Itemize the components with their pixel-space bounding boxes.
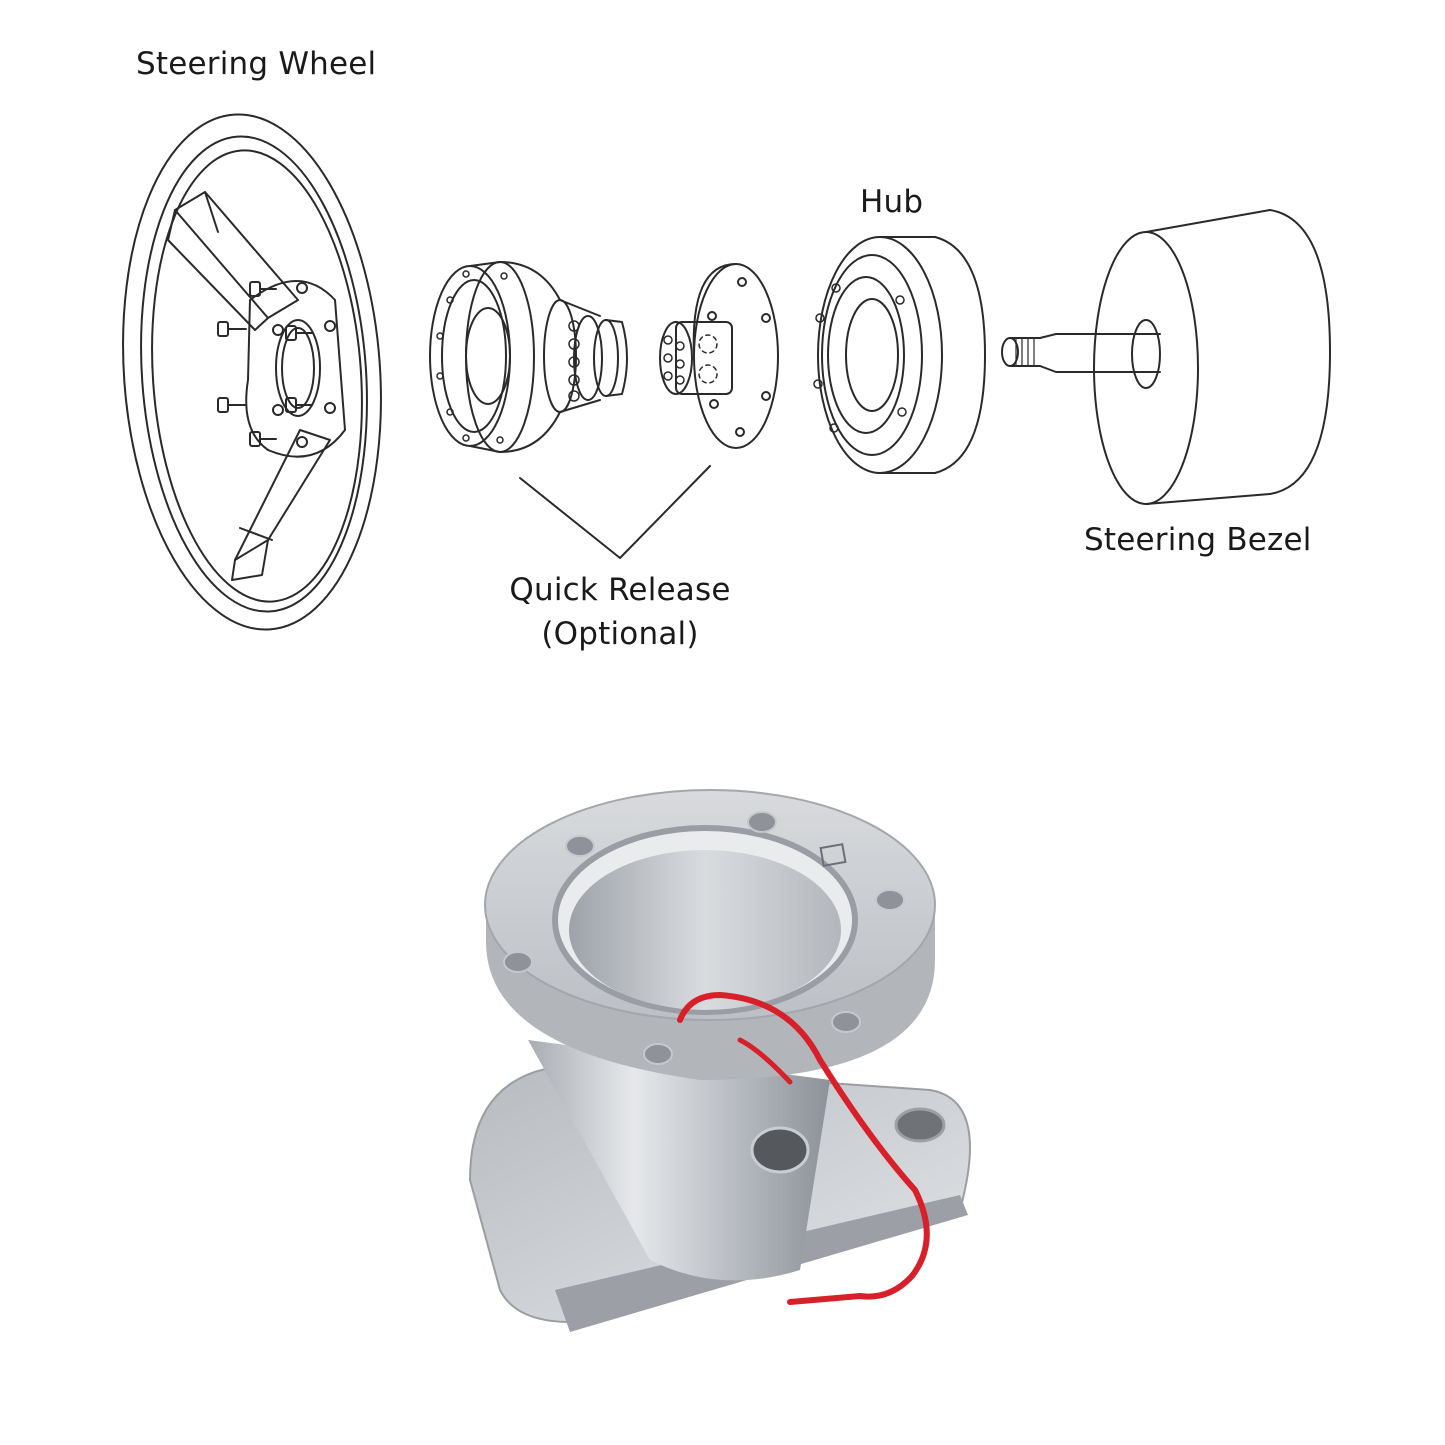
center-tube (528, 1040, 830, 1281)
steering-shaft-drawing (1001, 333, 1161, 373)
label-steering-wheel: Steering Wheel (136, 46, 377, 82)
quick-release-bracket (519, 465, 711, 559)
red-wire (677, 991, 930, 1305)
label-quick-release: Quick Release (Optional) (430, 568, 810, 656)
label-hub: Hub (860, 184, 924, 220)
quick-release-plate-drawing (659, 263, 779, 449)
hub-drawing (813, 236, 986, 474)
exploded-diagram (122, 113, 1331, 631)
label-quick-release-line2: (Optional) (541, 616, 699, 652)
quick-release-flange-drawing (429, 261, 628, 453)
steering-wheel-drawing (122, 113, 382, 631)
top-flange (484, 789, 936, 1080)
label-quick-release-line1: Quick Release (509, 572, 731, 608)
steering-bezel-drawing (1093, 209, 1331, 505)
label-steering-bezel: Steering Bezel (1084, 522, 1312, 558)
